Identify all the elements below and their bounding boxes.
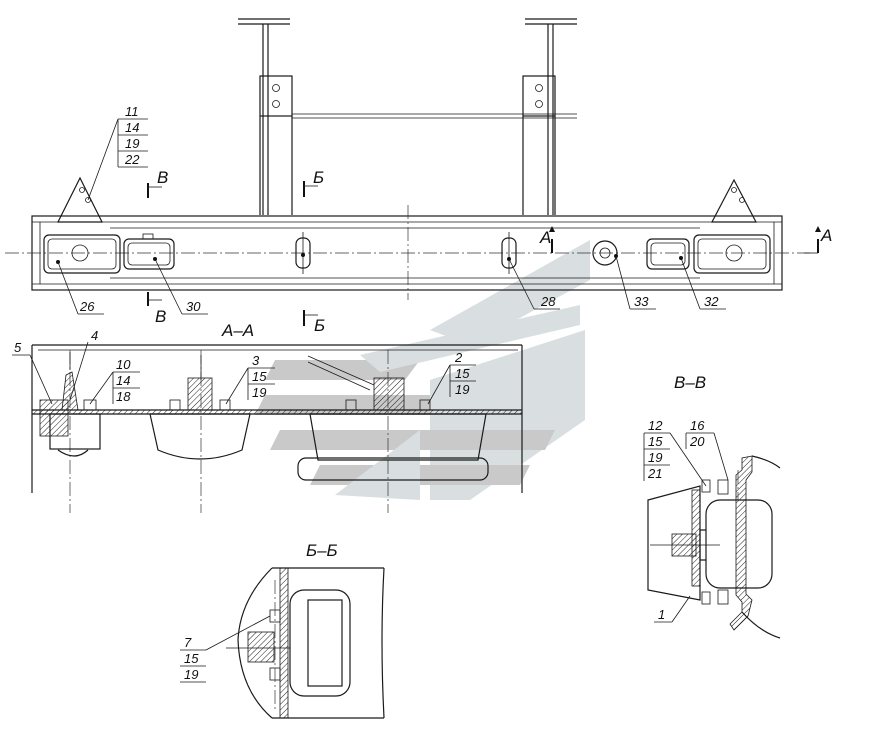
section-mark-b-top: Б bbox=[303, 168, 324, 197]
svg-text:15: 15 bbox=[184, 651, 199, 666]
svg-text:22: 22 bbox=[124, 152, 140, 167]
svg-text:15: 15 bbox=[648, 434, 663, 449]
svg-text:А: А bbox=[539, 228, 551, 247]
svg-text:26: 26 bbox=[79, 299, 95, 314]
section-aa: А–А 5 bbox=[12, 321, 523, 513]
svg-text:15: 15 bbox=[455, 366, 470, 381]
tail-lamp-left bbox=[43, 234, 121, 274]
lamp-30 bbox=[123, 233, 175, 270]
marker-light-left bbox=[295, 232, 311, 274]
svg-text:19: 19 bbox=[252, 385, 266, 400]
callout-28: 28 bbox=[508, 258, 560, 310]
section-mark-b-bottom: Б bbox=[303, 310, 325, 335]
svg-text:Б: Б bbox=[314, 316, 325, 335]
left-bracket bbox=[238, 18, 293, 215]
svg-text:20: 20 bbox=[689, 434, 705, 449]
callout-7: 7 15 19 bbox=[180, 615, 271, 683]
callout-26: 26 bbox=[57, 261, 104, 315]
callout-30: 30 bbox=[154, 258, 208, 315]
svg-text:Б: Б bbox=[313, 168, 324, 187]
svg-text:16: 16 bbox=[690, 418, 705, 433]
svg-text:10: 10 bbox=[116, 357, 131, 372]
svg-text:А: А bbox=[820, 226, 832, 245]
svg-text:15: 15 bbox=[252, 369, 267, 384]
section-mark-a-left: А bbox=[539, 226, 555, 253]
svg-text:21: 21 bbox=[647, 466, 662, 481]
callout-10: 10 14 18 bbox=[89, 357, 140, 405]
svg-text:19: 19 bbox=[184, 667, 198, 682]
reflector-triangle-right bbox=[711, 178, 757, 223]
svg-text:14: 14 bbox=[125, 120, 139, 135]
svg-text:1: 1 bbox=[658, 607, 665, 622]
callout-1: 1 bbox=[654, 595, 691, 623]
svg-text:32: 32 bbox=[704, 294, 719, 309]
section-bb: Б–Б 7 15 19 bbox=[180, 541, 385, 719]
watermark-logo bbox=[255, 240, 590, 500]
callout-4: 4 bbox=[69, 328, 98, 401]
section-title-bb: Б–Б bbox=[306, 541, 338, 560]
callout-32: 32 bbox=[680, 257, 726, 310]
svg-text:19: 19 bbox=[648, 450, 662, 465]
main-view: В В Б Б А А bbox=[5, 18, 832, 335]
callout-2: 2 15 19 bbox=[427, 350, 476, 405]
svg-text:5: 5 bbox=[14, 340, 22, 355]
svg-text:7: 7 bbox=[184, 635, 192, 650]
svg-text:В: В bbox=[157, 168, 168, 187]
section-mark-v-top: В bbox=[147, 168, 168, 198]
main-beam bbox=[5, 205, 810, 300]
svg-text:30: 30 bbox=[186, 299, 201, 314]
callout-11: 11 14 19 22 bbox=[87, 104, 148, 201]
svg-text:3: 3 bbox=[252, 353, 260, 368]
svg-text:12: 12 bbox=[648, 418, 663, 433]
section-title-vv: В–В bbox=[674, 373, 706, 392]
callout-12: 12 15 19 21 bbox=[643, 418, 707, 487]
svg-text:2: 2 bbox=[454, 350, 463, 365]
right-bracket bbox=[522, 18, 577, 215]
section-title-aa: А–А bbox=[221, 321, 254, 340]
callout-16: 16 20 bbox=[685, 418, 729, 481]
callout-5: 5 bbox=[12, 340, 53, 405]
svg-text:В: В bbox=[155, 307, 166, 326]
svg-text:19: 19 bbox=[455, 382, 469, 397]
callout-33: 33 bbox=[615, 255, 656, 310]
svg-text:18: 18 bbox=[116, 389, 131, 404]
section-mark-a-right: А bbox=[804, 226, 832, 254]
lamp-32 bbox=[646, 238, 690, 270]
svg-text:19: 19 bbox=[125, 136, 139, 151]
svg-text:4: 4 bbox=[91, 328, 98, 343]
svg-text:14: 14 bbox=[116, 373, 130, 388]
section-mark-v-bottom: В bbox=[147, 292, 166, 326]
svg-text:11: 11 bbox=[125, 104, 139, 119]
svg-text:28: 28 bbox=[540, 294, 556, 309]
tail-lamp-right bbox=[693, 234, 771, 274]
svg-text:33: 33 bbox=[634, 294, 649, 309]
reflector-triangle-left bbox=[57, 176, 103, 223]
section-vv: В–В 12 15 19 21 bbox=[643, 373, 781, 639]
callout-3: 3 15 19 bbox=[225, 353, 275, 405]
